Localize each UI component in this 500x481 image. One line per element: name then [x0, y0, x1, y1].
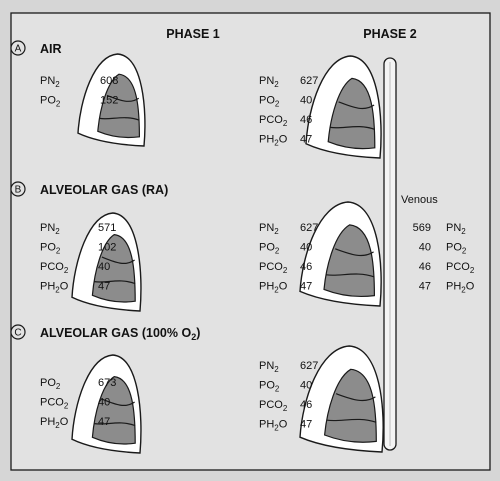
phase-2-gas-label: PO2	[259, 242, 280, 256]
venous-gas-value: 46	[419, 261, 431, 273]
venous-gas-label: PO2	[446, 242, 467, 256]
phase-1-gas-label: PN2	[40, 75, 60, 89]
lobe-divider-lower	[99, 117, 140, 121]
phase-1-gas-label: PN2	[40, 222, 60, 236]
phase-2-gas-label: PH2O	[259, 281, 288, 295]
phase-2-gas-value: 40	[300, 242, 312, 254]
phase-1-gas-label: PCO2	[40, 261, 69, 275]
lobe-divider-upper	[106, 94, 140, 102]
phase-2-gas-value: 47	[300, 419, 312, 431]
phase-2-gas-label: PN2	[259, 360, 279, 374]
phase-2-gas-value: 46	[300, 261, 312, 273]
phase-1-gas-value: 102	[98, 242, 116, 254]
phase-1-gas-label: PO2	[40, 377, 61, 391]
phase-2-gas-label: PO2	[259, 95, 280, 109]
phase-2-gas-label: PH2O	[259, 419, 288, 433]
phase-1-gas-value: 673	[98, 377, 116, 389]
phase-2-gas-label: PCO2	[259, 114, 288, 128]
lung-phase-2-alveolar-ra	[299, 201, 382, 307]
lung-phase-1-alveolar-ra	[71, 212, 142, 312]
section-letter: C	[14, 328, 21, 339]
perfused-region	[91, 233, 136, 303]
lobe-divider-upper	[338, 101, 375, 110]
section-title-alveolar-ra: ALVEOLAR GAS (RA)	[40, 183, 168, 197]
venous-gas-label: PN2	[446, 222, 466, 236]
perfused-region	[91, 375, 136, 445]
phase-1-gas-value: 608	[100, 75, 118, 87]
lung-phase-2-alveolar-100-o2	[299, 345, 384, 453]
lung-phase-1-air	[77, 53, 146, 147]
phase-2-gas-label: PH2O	[259, 134, 288, 148]
phase-2-gas-value: 46	[300, 399, 312, 411]
phase-1-gas-label: PCO2	[40, 397, 69, 411]
venous-label: Venous	[401, 194, 438, 206]
phase-1-gas-label: PH2O	[40, 416, 69, 430]
phase-2-gas-value: 627	[300, 75, 318, 87]
phase-2-gas-value: 627	[300, 222, 318, 234]
phase-1-gas-label: PO2	[40, 95, 61, 109]
phase-1-gas-value: 47	[98, 281, 110, 293]
phase-1-gas-value: 40	[98, 397, 110, 409]
phase-1-gas-value: 152	[100, 95, 118, 107]
lobe-divider-lower	[326, 273, 375, 278]
section-title-alveolar-100-o2: ALVEOLAR GAS (100% O2)	[40, 326, 200, 342]
phase-2-gas-value: 47	[300, 134, 312, 146]
venous-values: 569 PN2 40 PO2 46 PCO2 47 PH2O	[413, 222, 475, 295]
phase-2-gas-value: 40	[300, 95, 312, 107]
perfused-region	[327, 77, 376, 150]
venous-gas-label: PH2O	[446, 281, 475, 295]
phase-2-gas-label: PN2	[259, 75, 279, 89]
lobe-divider-upper	[334, 248, 374, 257]
phase-1-header: PHASE 1	[166, 27, 220, 41]
phase-2-gas-label: PCO2	[259, 399, 288, 413]
lobe-divider-upper	[101, 398, 135, 407]
lung-phase-2-air	[305, 55, 382, 159]
phase-1-gas-value: 571	[98, 222, 116, 234]
phase-2-gas-value: 47	[300, 281, 312, 293]
venous-gas-label: PCO2	[446, 261, 475, 275]
section-letter-circle	[10, 324, 26, 340]
section-letter-circle	[10, 181, 26, 197]
perfused-region	[323, 368, 377, 443]
phase-1-gas-label: PO2	[40, 242, 61, 256]
venous-gas-value: 569	[413, 222, 431, 234]
lobe-divider-upper	[335, 393, 376, 402]
phase-2-gas-value: 46	[300, 114, 312, 126]
section-title-air: AIR	[40, 42, 62, 56]
section-letter-circle	[10, 40, 26, 56]
phase-1-gas-value: 40	[98, 261, 110, 273]
section-letter: B	[15, 185, 22, 196]
venous-gas-value: 40	[419, 242, 431, 254]
section-letter: A	[15, 44, 22, 55]
lobe-divider-upper	[101, 256, 135, 265]
perfused-region	[97, 73, 141, 139]
phase-1-gas-label: PH2O	[40, 281, 69, 295]
phase-2-gas-value: 627	[300, 360, 318, 372]
venous-vessel	[383, 57, 397, 451]
phase-2-gas-label: PCO2	[259, 261, 288, 275]
lobe-divider-lower	[327, 418, 377, 423]
venous-gas-value: 47	[419, 281, 431, 293]
phase-2-header: PHASE 2	[363, 27, 417, 41]
phase-2-gas-label: PO2	[259, 380, 280, 394]
phase-2-gas-label: PN2	[259, 222, 279, 236]
phase-2-gas-value: 40	[300, 380, 312, 392]
lobe-divider-lower	[330, 126, 376, 130]
phase-1-gas-value: 47	[98, 416, 110, 428]
lobe-divider-lower	[94, 422, 136, 427]
perfused-region	[323, 224, 376, 297]
lobe-divider-lower	[94, 280, 136, 285]
lung-phase-1-alveolar-100-o2	[71, 354, 142, 454]
